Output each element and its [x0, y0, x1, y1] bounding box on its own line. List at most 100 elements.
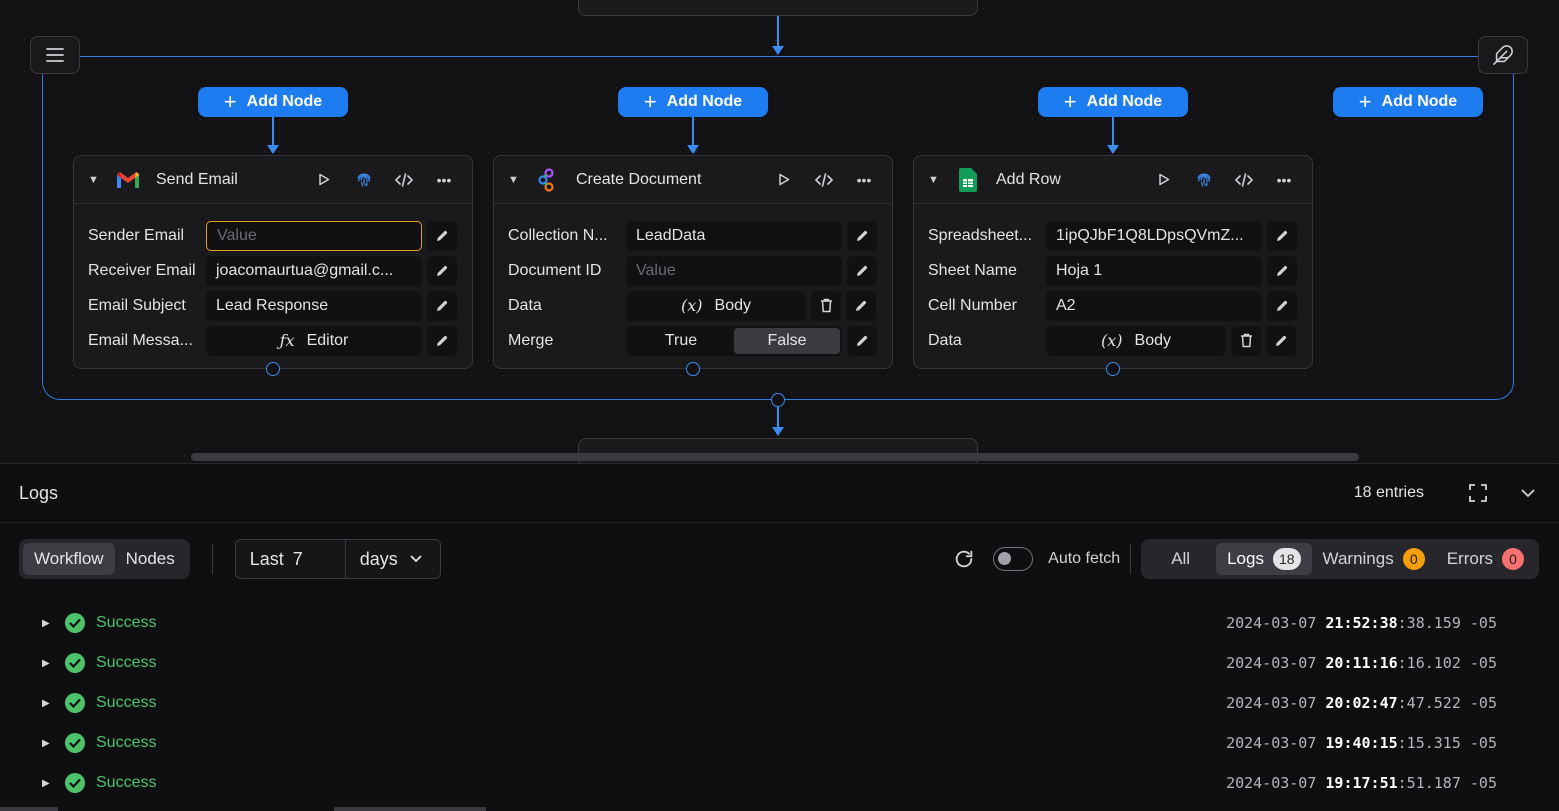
more-icon[interactable]: ••• — [1276, 171, 1292, 188]
google-sheets-icon — [954, 167, 982, 192]
merge-true-option[interactable]: True — [664, 331, 698, 349]
log-row[interactable]: ▶ Success 2024-03-07 20:11:16:16.102 -05 — [0, 643, 1559, 683]
expand-triangle-icon[interactable]: ▶ — [42, 737, 50, 749]
status-text: Success — [96, 774, 157, 791]
expand-triangle-icon[interactable]: ▶ — [42, 777, 50, 789]
receiver-email-input[interactable]: joacomaurtua@gmail.c... — [206, 255, 422, 286]
merge-false-option[interactable]: False — [734, 327, 840, 354]
plus-icon: + — [1358, 89, 1372, 114]
collection-name-input[interactable]: LeadData — [626, 220, 842, 251]
pencil-icon[interactable] — [1267, 255, 1297, 286]
pencil-icon[interactable] — [1266, 325, 1296, 356]
trash-icon[interactable] — [1231, 325, 1261, 356]
code-icon[interactable] — [1228, 166, 1260, 194]
pencil-icon[interactable] — [427, 290, 457, 321]
add-node-button[interactable]: +Add Node — [618, 87, 768, 117]
log-row[interactable]: ▶ Success 2024-03-07 19:40:15:15.315 -05 — [0, 723, 1559, 763]
chevron-down-icon[interactable]: ▼ — [928, 173, 939, 186]
logs-count-badge: 18 — [1272, 548, 1301, 570]
log-row[interactable]: ▶ Success 2024-03-07 19:17:51:51.187 -05 — [0, 763, 1559, 803]
output-handle[interactable] — [686, 362, 700, 376]
status-text: Success — [96, 654, 157, 671]
timestamp: 2024-03-07 21:52:38:38.159 -05 — [1226, 614, 1497, 632]
tab-nodes[interactable]: Nodes — [125, 549, 175, 568]
errors-count-badge: 0 — [1502, 548, 1524, 570]
expand-triangle-icon[interactable]: ▶ — [42, 697, 50, 709]
connector-line — [692, 117, 694, 147]
connector-line — [1112, 117, 1114, 147]
add-node-button[interactable]: +Add Node — [1333, 87, 1483, 117]
sheet-name-input[interactable]: Hoja 1 — [1046, 255, 1262, 286]
log-row[interactable]: ▶ Success 2024-03-07 21:52:38:38.159 -05 — [0, 603, 1559, 643]
trash-icon[interactable] — [811, 290, 841, 321]
code-icon[interactable] — [808, 166, 840, 194]
code-icon[interactable] — [388, 166, 420, 194]
node-create-document[interactable]: ▼ Create Document ••• Collection N... Le… — [493, 155, 893, 369]
sender-email-input[interactable]: Value — [206, 220, 422, 251]
more-icon[interactable]: ••• — [856, 171, 872, 188]
output-handle[interactable] — [1106, 362, 1120, 376]
log-row[interactable]: ▶ Success 2024-03-07 20:02:47:47.522 -05 — [0, 683, 1559, 723]
data-variable-field[interactable]: (x)Body — [1046, 325, 1226, 356]
play-icon[interactable] — [308, 166, 340, 194]
more-icon[interactable]: ••• — [436, 171, 452, 188]
previous-node[interactable] — [578, 0, 978, 16]
refresh-icon[interactable] — [953, 548, 975, 570]
connector-arrow — [1107, 145, 1119, 154]
pencil-icon[interactable] — [427, 325, 457, 356]
output-handle[interactable] — [266, 362, 280, 376]
document-id-input[interactable]: Value — [626, 255, 842, 286]
horizontal-scrollbar[interactable] — [191, 453, 1359, 461]
fingerprint-icon[interactable] — [348, 166, 380, 194]
scroll-indicator — [334, 807, 486, 811]
feather-button[interactable] — [1478, 36, 1528, 74]
auto-fetch-toggle[interactable] — [993, 547, 1034, 571]
check-circle-icon — [65, 773, 85, 793]
pencil-icon[interactable] — [847, 255, 877, 286]
log-list: ▶ Success 2024-03-07 21:52:38:38.159 -05… — [0, 603, 1559, 803]
add-node-button[interactable]: +Add Node — [198, 87, 348, 117]
pencil-icon[interactable] — [846, 290, 876, 321]
chevron-down-icon[interactable] — [1516, 481, 1540, 505]
play-icon[interactable] — [768, 166, 800, 194]
add-node-button[interactable]: +Add Node — [1038, 87, 1188, 117]
pencil-icon[interactable] — [1267, 290, 1297, 321]
chevron-down-icon[interactable]: ▼ — [508, 173, 519, 186]
fingerprint-icon[interactable] — [1188, 166, 1220, 194]
node-add-row[interactable]: ▼ Add Row ••• Spreadsheet... 1ipQJbF1Q8L… — [913, 155, 1313, 369]
cell-number-input[interactable]: A2 — [1046, 290, 1262, 321]
node-send-email[interactable]: ▼ Send Email ••• Sender Email Value Rece… — [73, 155, 473, 369]
merge-toggle[interactable]: True False — [626, 325, 842, 356]
menu-button[interactable] — [30, 36, 80, 74]
group-output-handle[interactable] — [771, 393, 785, 407]
chevron-down-icon[interactable]: ▼ — [88, 173, 99, 186]
data-variable-field[interactable]: (x)Body — [626, 290, 806, 321]
email-subject-input[interactable]: Lead Response — [206, 290, 422, 321]
connector-line — [777, 407, 779, 429]
scroll-indicator — [0, 807, 58, 811]
expand-triangle-icon[interactable]: ▶ — [42, 617, 50, 629]
range-unit-select[interactable]: days — [346, 540, 440, 578]
workflow-canvas[interactable]: +Add Node +Add Node +Add Node +Add Node … — [0, 0, 1559, 463]
status-text: Success — [96, 734, 157, 751]
pencil-icon[interactable] — [1267, 220, 1297, 251]
expand-triangle-icon[interactable]: ▶ — [42, 657, 50, 669]
tab-all[interactable]: All — [1171, 549, 1191, 568]
spreadsheet-id-input[interactable]: 1ipQJbF1Q8LDpsQVmZ... — [1046, 220, 1262, 251]
connector-arrow — [772, 46, 784, 55]
pencil-icon[interactable] — [847, 325, 877, 356]
tab-workflow[interactable]: Workflow — [23, 543, 115, 575]
pencil-icon[interactable] — [427, 220, 457, 251]
expand-icon[interactable] — [1466, 481, 1490, 505]
pencil-icon[interactable] — [427, 255, 457, 286]
pencil-icon[interactable] — [847, 220, 877, 251]
play-icon[interactable] — [1148, 166, 1180, 194]
